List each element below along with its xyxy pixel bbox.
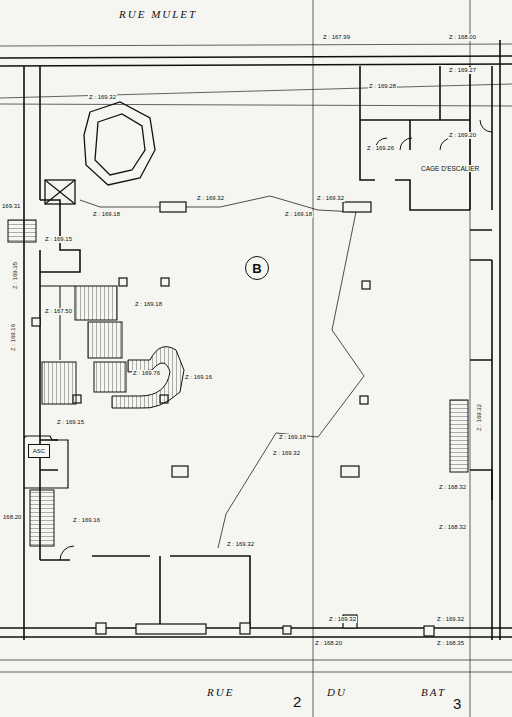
elevation-label: Z : 168.00 [448, 34, 477, 41]
elevation-label: Z : 169.26 [366, 145, 395, 152]
plan-stroke [492, 40, 500, 640]
grid-number: 3 [452, 696, 462, 713]
plan-stroke [40, 286, 75, 360]
plan-stroke [96, 623, 106, 634]
plan-stroke [32, 318, 40, 326]
plan-stroke [45, 180, 75, 204]
plan-stroke [94, 362, 126, 392]
elevation-label: Z : 169.15 [56, 419, 85, 426]
asc-shaft [24, 436, 68, 488]
zone-marker: B [245, 256, 269, 280]
street-name: DU [326, 686, 348, 698]
elevation-label: Z : 169.76 [132, 370, 161, 377]
plan-stroke [0, 56, 512, 66]
plan-stroke [360, 396, 368, 404]
walls [0, 40, 512, 640]
elevation-label: Z : 167.50 [44, 308, 73, 315]
plan-stroke [343, 202, 371, 212]
structure-octagon [45, 102, 155, 204]
plan-stroke [0, 628, 512, 637]
plan-stroke [30, 490, 54, 546]
door-arcs [60, 120, 492, 560]
plan-stroke [136, 624, 206, 634]
plan-stroke [470, 66, 492, 230]
elevation-label: Z : 169.32 [436, 616, 465, 623]
elevation-label: Z : 168.32 [438, 484, 467, 491]
elevation-label: Z : 169.35 [12, 261, 19, 290]
plan-stroke [0, 660, 512, 661]
street-name: RUE MULET [118, 8, 198, 20]
elevation-label: 169.31 [1, 203, 21, 210]
pillars [32, 202, 434, 636]
elevation-label: Z : 169.18 [92, 211, 121, 218]
elevation-label: Z : 169.20 [448, 132, 477, 139]
plan-stroke [0, 104, 512, 106]
plan-stroke [341, 466, 359, 477]
plan-stroke [313, 0, 314, 717]
plan-stroke [84, 102, 155, 185]
plan-stroke [240, 623, 250, 634]
plan-stroke [100, 196, 364, 548]
street-name: BAT [420, 686, 447, 698]
plan-stroke [45, 180, 75, 204]
elevation-label: Z : 169.18 [134, 301, 163, 308]
elevation-label: Z : 169.28 [368, 83, 397, 90]
plan-stroke [75, 286, 117, 320]
elevation-label: Z : 169.16 [10, 323, 17, 352]
plan-stroke [161, 278, 169, 286]
plan-stroke [0, 44, 512, 46]
plan-stroke [45, 180, 75, 204]
plan-stroke [40, 200, 80, 272]
street-name: RUE [206, 686, 235, 698]
elevation-label: Z : 168.20 [314, 640, 343, 647]
node-label: ASC [33, 448, 45, 454]
plan-stroke [60, 120, 492, 560]
plan-stroke [160, 202, 186, 212]
plan-stroke [24, 436, 68, 488]
elevation-label: Z : 169.32 [226, 541, 255, 548]
plan-stroke [80, 200, 100, 207]
grid-number: 2 [292, 694, 302, 711]
plan-stroke [283, 626, 291, 634]
elevation-label: Z : 169.32 [88, 94, 117, 101]
elevation-label: Z : 167.99 [322, 34, 351, 41]
room-name: CAGE D'ESCALIER [420, 165, 480, 172]
plan-stroke [112, 347, 184, 409]
plan-stroke [172, 466, 188, 477]
elevation-label: Z : 169.32 [328, 616, 357, 623]
plan-stroke [0, 672, 512, 673]
elevation-label: 168.20 [2, 514, 22, 521]
elevation-label: Z : 169.18 [284, 211, 313, 218]
elevation-label: Z : 169.32 [196, 195, 225, 202]
elevation-label: Z : 169.16 [72, 517, 101, 524]
elevation-label: Z : 169.15 [44, 236, 73, 243]
elevation-label: Z : 169.16 [184, 374, 213, 381]
elevation-label: Z : 169.18 [278, 434, 307, 441]
plan-stroke [424, 626, 434, 636]
plan-stroke [42, 362, 76, 404]
hall-outline [80, 196, 364, 548]
plan-stroke [119, 278, 127, 286]
elevation-label: Z : 169.32 [316, 195, 345, 202]
elevation-label: Z : 168.35 [436, 640, 465, 647]
plan-stroke [95, 114, 145, 175]
plan-stroke [0, 84, 512, 98]
plan-stroke [88, 322, 122, 358]
plan-stroke [450, 400, 468, 472]
elevation-label: Z : 168.32 [438, 524, 467, 531]
lift-box: ASC [28, 444, 50, 458]
plan-stroke [92, 556, 250, 628]
elevation-label: Z : 169.27 [448, 67, 477, 74]
stairs [8, 220, 468, 546]
elevation-label: Z : 169.32 [272, 450, 301, 457]
elevation-label: Z : 169.32 [476, 403, 483, 432]
plan-stroke [362, 281, 370, 289]
plan-stroke [8, 220, 36, 242]
plan-stroke [470, 260, 492, 500]
plan-stroke [24, 66, 40, 640]
node-label: B [252, 262, 261, 275]
